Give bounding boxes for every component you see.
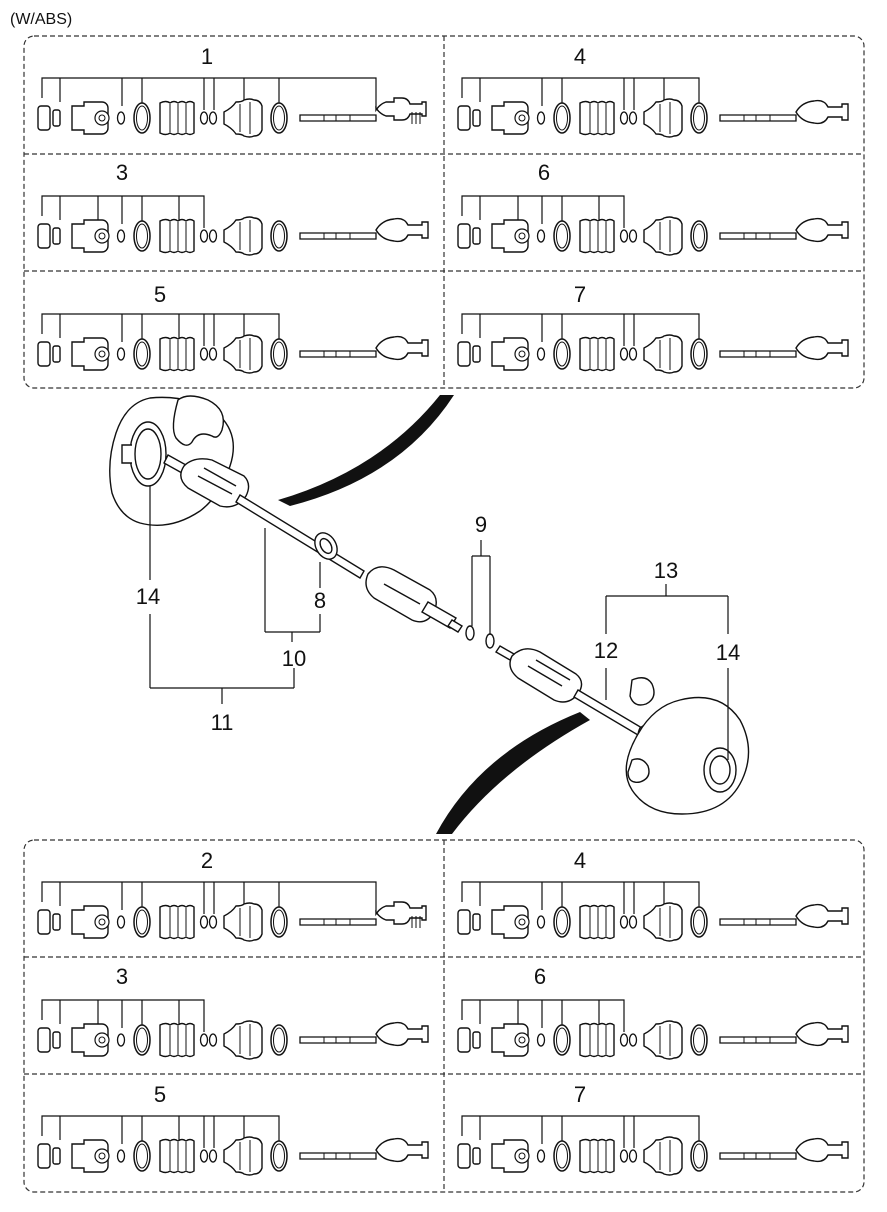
leader-swoosh-top bbox=[278, 395, 454, 506]
assembly-cell: 2 bbox=[37, 848, 427, 942]
leader-swoosh-bottom bbox=[436, 712, 590, 834]
callout-13: 13 bbox=[654, 558, 678, 583]
assembly-number: 6 bbox=[534, 964, 546, 989]
assembly-number: 1 bbox=[201, 44, 213, 69]
assembly-cell: 6 bbox=[457, 160, 849, 256]
assembly-number: 7 bbox=[574, 1082, 586, 1107]
drive-shaft-left bbox=[163, 454, 365, 579]
callout-10: 10 bbox=[282, 646, 306, 671]
callout-12: 12 bbox=[594, 638, 618, 663]
variant-label: (W/ABS) bbox=[10, 11, 72, 28]
bottom-parts-panel bbox=[23, 839, 865, 1193]
assembly-number: 4 bbox=[574, 848, 586, 873]
assembly-cell: 3 bbox=[37, 160, 429, 256]
assembly-number: 7 bbox=[574, 282, 586, 307]
assembly-number: 2 bbox=[201, 848, 213, 873]
assembly-number: 5 bbox=[154, 282, 166, 307]
callout-11: 11 bbox=[211, 710, 234, 735]
assembly-cell: 7 bbox=[457, 282, 849, 374]
callout-8: 8 bbox=[314, 588, 326, 613]
callout-14-left: 14 bbox=[136, 584, 160, 609]
callout-14-right: 14 bbox=[716, 640, 740, 665]
exploded-view: 14 8 9 10 11 13 12 14 bbox=[109, 395, 750, 834]
assembly-number: 4 bbox=[574, 44, 586, 69]
top-parts-panel bbox=[23, 35, 865, 389]
assembly-number: 5 bbox=[154, 1082, 166, 1107]
assembly-cell: 5 bbox=[37, 1082, 429, 1176]
callout-9: 9 bbox=[475, 512, 487, 537]
center-inner-joint bbox=[365, 566, 463, 633]
assembly-number: 6 bbox=[538, 160, 550, 185]
assembly-number: 3 bbox=[116, 964, 128, 989]
damper-ring bbox=[314, 532, 338, 560]
assembly-cell: 1 bbox=[37, 44, 427, 138]
assembly-number: 3 bbox=[116, 160, 128, 185]
assembly-cell: 7 bbox=[457, 1082, 849, 1176]
assembly-cell: 4 bbox=[457, 848, 849, 942]
assembly-cell: 5 bbox=[37, 282, 429, 374]
assembly-cell: 3 bbox=[37, 964, 429, 1060]
assembly-cell: 4 bbox=[457, 44, 849, 138]
assembly-cell: 6 bbox=[457, 964, 849, 1060]
callout-lines bbox=[149, 486, 729, 760]
right-hub bbox=[625, 677, 750, 815]
